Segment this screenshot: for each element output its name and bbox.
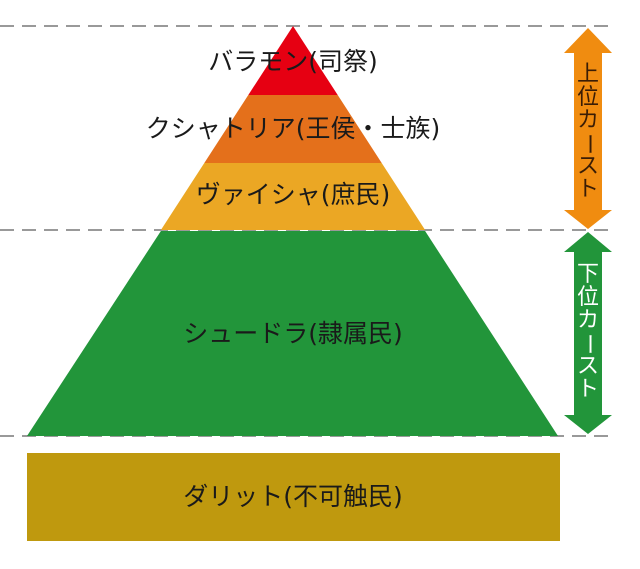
lower-caste-arrow: [564, 232, 612, 434]
lower-caste-char: 下: [577, 262, 599, 287]
upper-caste-arrow: [564, 28, 612, 229]
tier-vaishya: [160, 163, 426, 230]
upper-caste-char: ー: [576, 133, 601, 155]
lower-caste-char: ス: [577, 354, 599, 379]
tier-dalit-label: ダリット(不可触民): [183, 482, 403, 511]
lower-caste-char: カ: [577, 308, 599, 333]
tier-brahmin-label: バラモン(司祭): [208, 47, 378, 76]
upper-caste-char: カ: [577, 108, 599, 133]
tier-brahmin: [248, 26, 338, 95]
upper-caste-char: ト: [577, 177, 599, 202]
upper-caste-char: 位: [577, 85, 599, 110]
lower-caste-char: ト: [577, 377, 599, 402]
tier-dalit: [27, 453, 560, 541]
tier-shudra: [27, 231, 558, 436]
tier-vaishya-label: ヴァイシャ(庶民): [196, 180, 391, 209]
lower-caste-char: ー: [576, 333, 601, 355]
lower-caste-char: 位: [577, 285, 599, 310]
tier-shudra-label: シュードラ(隷属民): [183, 319, 403, 348]
upper-caste-char: 上: [577, 62, 599, 87]
tier-kshatriya-label: クシャトリア(王侯・士族): [146, 114, 441, 143]
upper-caste-char: ス: [577, 154, 599, 179]
tier-kshatriya: [204, 95, 382, 163]
